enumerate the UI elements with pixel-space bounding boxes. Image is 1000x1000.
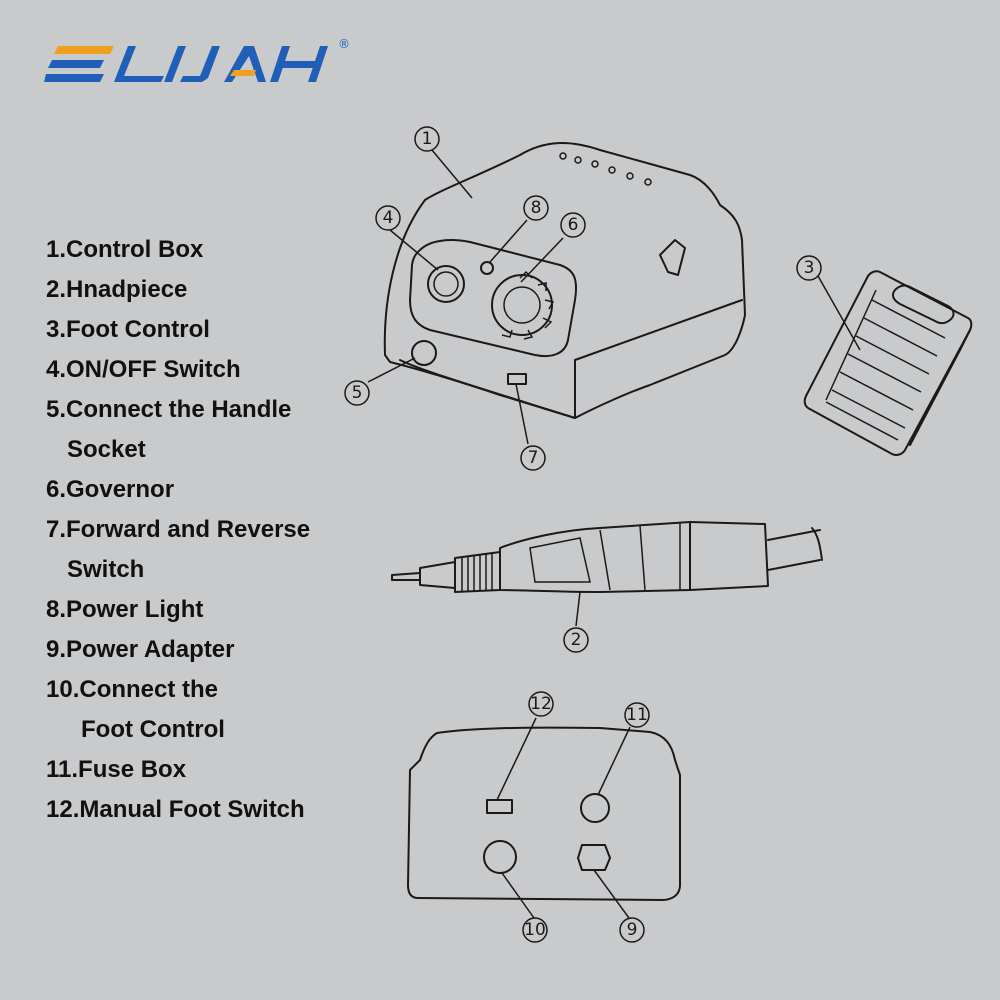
callout-9: 9 [619,917,645,943]
part-item-3: 3.Foot Control [46,310,310,350]
leader-lines [367,149,861,919]
part-item-1: 1.Control Box [46,230,310,270]
part-label: 1.Control Box [46,236,204,263]
part-label: 11.Fuse Box [46,756,187,783]
callout-7: 7 [520,445,546,471]
part-label: 8.Power Light [46,596,204,623]
handpiece-drawing [391,521,823,593]
svg-text:10: 10 [524,920,546,940]
svg-text:5: 5 [352,383,363,403]
callout-8: 8 [523,195,549,221]
svg-text:4: 4 [383,208,394,228]
callout-10: 10 [522,917,548,943]
svg-text:9: 9 [627,920,638,940]
callout-6: 6 [560,212,586,238]
callout-1: 1 [414,126,440,152]
svg-text:1: 1 [422,129,433,149]
svg-text:6: 6 [568,215,579,235]
svg-text:11: 11 [626,705,648,725]
svg-text:8: 8 [531,198,542,218]
part-label: 6.Governor [46,476,175,503]
part-label: 12.Manual Foot Switch [46,796,305,823]
part-label: 10.Connect the [46,676,219,703]
part-item-2: 2.Hnadpiece [46,270,310,310]
part-item-4: 4.ON/OFF Switch [46,350,310,390]
part-item-12: 12.Manual Foot Switch [46,790,310,830]
part-label: 5.Connect the Handle [46,396,292,423]
callout-3: 3 [796,255,822,281]
part-label: 4.ON/OFF Switch [46,356,241,383]
trademark-mark: ® [338,37,350,51]
part-item-8: 8.Power Light [46,590,310,630]
foot-control-drawing [803,270,973,456]
part-item-9: 9.Power Adapter [46,630,310,670]
callout-4: 4 [375,205,401,231]
callout-2: 2 [563,627,589,653]
callout-12: 12 [528,691,554,717]
part-label: 9.Power Adapter [46,636,235,663]
part-label-continued: Switch [67,556,145,583]
svg-text:12: 12 [530,694,552,714]
elijah-logo: ® [44,37,350,82]
part-label: 2.Hnadpiece [46,276,188,303]
rear-panel-drawing [407,726,681,901]
svg-text:7: 7 [528,448,539,468]
control-box-drawing [383,142,746,419]
callout-11: 11 [624,702,650,728]
svg-text:3: 3 [804,258,815,278]
part-item-6: 6.Governor [46,470,310,510]
part-label-continued: Foot Control [81,716,225,743]
part-label-continued: Socket [67,436,146,463]
svg-text:2: 2 [571,630,582,650]
parts-list: 1.Control Box 2.Hnadpiece 3.Foot Control… [46,230,310,830]
part-item-11: 11.Fuse Box [46,750,310,790]
callout-5: 5 [344,380,370,406]
part-label: 7.Forward and Reverse [46,516,311,543]
part-label: 3.Foot Control [46,316,210,343]
